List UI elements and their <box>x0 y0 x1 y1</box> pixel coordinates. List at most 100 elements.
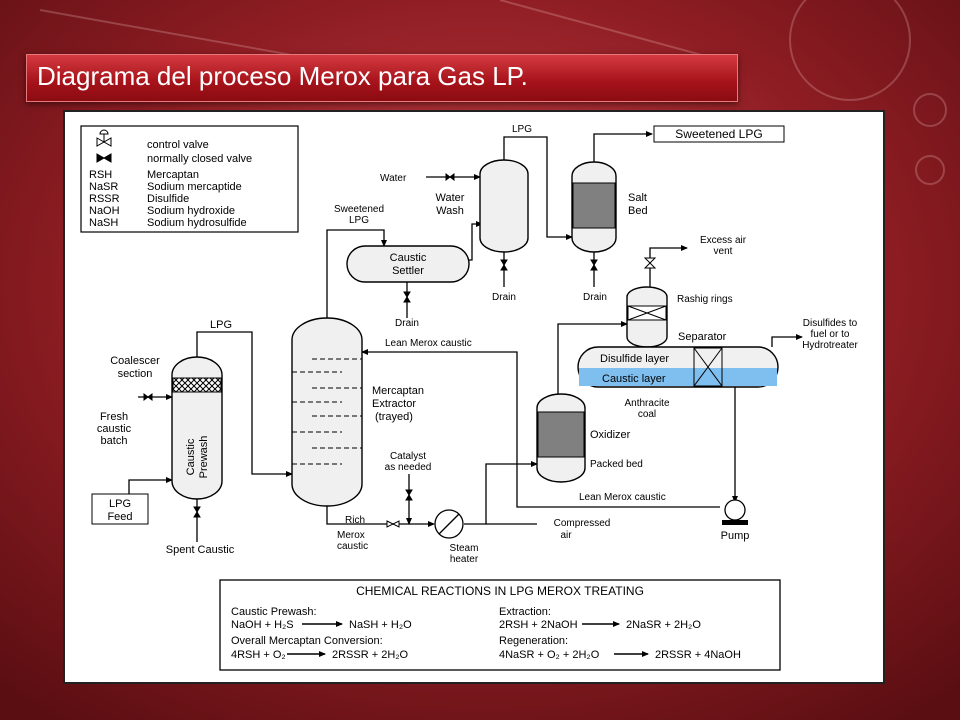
legend-symbol: NaSR <box>89 181 118 193</box>
steam-heater <box>434 509 464 539</box>
spent-caustic-label: Spent Caustic <box>166 544 235 556</box>
reaction-left: 4RSH + O₂ <box>231 649 286 661</box>
catalyst-label: Catalyst <box>390 451 426 462</box>
anthracite-label: coal <box>638 409 656 420</box>
closed-valve-icon <box>405 489 413 501</box>
merox-process-diagram: RSH NaSR RSSR NaOH NaSH control valve no… <box>80 124 858 671</box>
closed-valve-icon <box>193 506 201 518</box>
caustic-layer-label: Caustic layer <box>602 373 666 385</box>
sweetened-lpg-box-label: Sweetened LPG <box>675 127 762 141</box>
coalescer-label: section <box>118 368 153 380</box>
drain-label: Drain <box>583 292 607 303</box>
mercaptan-extractor-column <box>291 317 363 507</box>
reaction-right: 2RSSR + 2H₂O <box>332 649 409 661</box>
fresh-caustic-label: caustic <box>97 423 132 435</box>
diagram-frame: RSH NaSR RSSR NaOH NaSH control valve no… <box>63 110 885 684</box>
prewash-label-2: Prewash <box>198 436 210 479</box>
caustic-settler-vessel: Caustic Settler <box>346 245 470 283</box>
water-wash-label: Water <box>436 192 465 204</box>
compressed-air-label: Compressed <box>554 518 611 529</box>
sweetened-lpg-box <box>653 125 785 143</box>
legend-text: Sodium hydrosulfide <box>147 217 247 229</box>
excess-air-label: Excess air <box>700 235 747 246</box>
lpg-feed-label: LPG <box>109 498 131 510</box>
rich-merox-label: Rich <box>345 515 365 526</box>
rich-merox-label: Merox <box>337 530 365 541</box>
disulfides-label: fuel or to <box>811 329 850 340</box>
caustic-layer-band <box>579 368 777 386</box>
fresh-caustic-label: Fresh <box>100 411 128 423</box>
extractor-label: (trayed) <box>375 411 413 423</box>
disulfide-layer-label: Disulfide layer <box>600 353 669 365</box>
reaction-right: NaSH + H₂O <box>349 619 412 631</box>
reaction-name: Extraction: <box>499 606 551 618</box>
legend-text: Disulfide <box>147 193 189 205</box>
disulfides-label: Hydrotreater <box>802 340 858 351</box>
sweetened-lpg-label: Sweetened <box>334 204 384 215</box>
extractor-label: Extractor <box>372 398 416 410</box>
control-valve-icon <box>386 520 400 528</box>
coalescer-label: Coalescer <box>110 355 160 367</box>
closed-valve-icon <box>143 393 153 401</box>
reaction-left: 2RSH + 2NaOH <box>499 619 578 631</box>
legend-text: control valve <box>147 139 209 151</box>
pump-label: Pump <box>721 530 750 542</box>
pump-icon <box>722 499 748 525</box>
slide-title: Diagrama del proceso Merox para Gas LP. <box>37 61 528 91</box>
legend-symbol: RSH <box>89 169 112 181</box>
lean-merox-label: Lean Merox caustic <box>385 338 472 349</box>
anthracite-label: Anthracite <box>624 398 669 409</box>
drain-label: Drain <box>395 318 419 329</box>
sweetened-lpg-label: LPG <box>349 215 369 226</box>
title-banner: Diagrama del proceso Merox para Gas LP. <box>26 54 738 102</box>
reaction-right: 2NaSR + 2H₂O <box>626 619 701 631</box>
water-label: Water <box>380 173 407 184</box>
oxidizer-label: Oxidizer <box>590 429 631 441</box>
rich-merox-label: caustic <box>337 541 368 552</box>
valves <box>143 173 657 528</box>
legend-symbol: RSSR <box>89 193 120 205</box>
control-valve-icon <box>96 129 112 147</box>
closed-valve-icon <box>403 291 411 303</box>
reaction-name: Caustic Prewash: <box>231 606 317 618</box>
oxidizer-vessel <box>536 393 586 483</box>
packed-bed-label: Packed bed <box>590 459 643 470</box>
separator-vessel: Disulfide layer Caustic layer <box>577 286 779 388</box>
compressed-air-label: air <box>560 530 572 541</box>
lpg-label: LPG <box>210 319 232 331</box>
steam-heater-label: heater <box>450 554 479 565</box>
fresh-caustic-label: batch <box>101 435 128 447</box>
caustic-prewash-column: Caustic Prewash <box>171 356 223 500</box>
extractor-label: Mercaptan <box>372 385 424 397</box>
separator-label: Separator <box>678 331 727 343</box>
legend-text: Mercaptan <box>147 169 199 181</box>
legend-text: Sodium hydroxide <box>147 205 235 217</box>
lpg-feed-label: Feed <box>107 511 132 523</box>
reactions-heading: CHEMICAL REACTIONS IN LPG MEROX TREATING <box>356 584 644 598</box>
lpg-label: LPG <box>512 124 532 135</box>
closed-valve-icon <box>445 173 455 181</box>
settler-label-2: Settler <box>392 265 424 277</box>
salt-bed-label: Bed <box>628 205 648 217</box>
rashig-rings-label: Rashig rings <box>677 294 733 305</box>
salt-bed-vessel <box>571 161 617 253</box>
drain-label: Drain <box>492 292 516 303</box>
salt-bed-label: Salt <box>628 192 647 204</box>
closed-valve-icon <box>500 259 508 271</box>
reaction-left: 4NaSR + O₂ + 2H₂O <box>499 649 600 661</box>
steam-heater-label: Steam <box>450 543 479 554</box>
prewash-label-1: Caustic <box>185 438 197 475</box>
catalyst-label: as needed <box>385 462 432 473</box>
reaction-right: 2RSSR + 4NaOH <box>655 649 741 661</box>
reaction-name: Regeneration: <box>499 635 568 647</box>
excess-air-label: vent <box>714 246 733 257</box>
reactions-box: CHEMICAL REACTIONS IN LPG MEROX TREATING… <box>219 579 781 671</box>
closed-valve-icon <box>590 259 598 271</box>
lpg-feed-box <box>91 493 149 525</box>
water-wash-label: Wash <box>436 205 464 217</box>
legend-symbol: NaOH <box>89 205 120 217</box>
legend-text: normally closed valve <box>147 153 252 165</box>
legend-box: RSH NaSR RSSR NaOH NaSH control valve no… <box>80 125 299 233</box>
closed-valve-icon <box>96 153 112 163</box>
disulfides-label: Disulfides to <box>803 318 858 329</box>
